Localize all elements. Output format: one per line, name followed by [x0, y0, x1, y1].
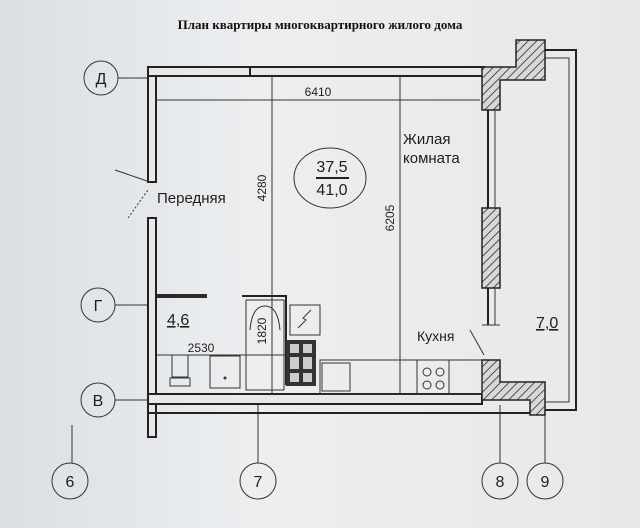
axis-bubble-6: 6: [51, 462, 89, 500]
axis-bubble-d: Д: [83, 60, 119, 96]
svg-text:Г: Г: [94, 298, 103, 315]
svg-text:Д: Д: [96, 71, 107, 88]
axis-bubble-9: 9: [526, 462, 564, 500]
axis-bubble-v: В: [80, 382, 116, 418]
room-label-kitchen: Кухня: [417, 328, 454, 344]
bathroom-area: 4,6: [167, 312, 189, 329]
room-label-living-line2: комната: [403, 150, 460, 167]
svg-text:7: 7: [254, 474, 263, 491]
living-area: 37,5: [316, 159, 347, 176]
kitchen-counter: [319, 359, 483, 395]
dimension-lines: [156, 76, 485, 394]
dimension-width-top: 6410: [305, 85, 332, 99]
walls: [114, 39, 577, 438]
ventilation-shaft: [286, 340, 316, 386]
svg-text:8: 8: [496, 474, 505, 491]
area-badge: 37,5 41,0: [293, 147, 367, 209]
axis-bubble-g: Г: [80, 287, 116, 323]
axis-bubble-8: 8: [481, 462, 519, 500]
toilet: [169, 354, 191, 387]
balcony-area: 7,0: [536, 315, 558, 332]
dimension-bathroom-depth: 1820: [255, 317, 269, 344]
stove: [422, 367, 445, 390]
plan-title: План квартиры многоквартирного жилого до…: [178, 17, 463, 32]
bathtub: [245, 299, 285, 391]
dimension-height-right: 6205: [383, 204, 397, 231]
axis-bubble-7: 7: [239, 462, 277, 500]
room-label-living-line1: Жилая: [403, 131, 450, 148]
dimension-height-left: 4280: [255, 174, 269, 201]
dimension-bathroom-width: 2530: [188, 341, 215, 355]
electrical-panel: [289, 304, 321, 336]
room-label-hall: Передняя: [157, 190, 226, 207]
svg-text:В: В: [93, 393, 104, 410]
svg-text:6: 6: [66, 474, 75, 491]
svg-text:9: 9: [541, 474, 550, 491]
sink: [209, 355, 241, 389]
axis-lines: [71, 77, 546, 463]
total-area: 41,0: [316, 182, 347, 199]
